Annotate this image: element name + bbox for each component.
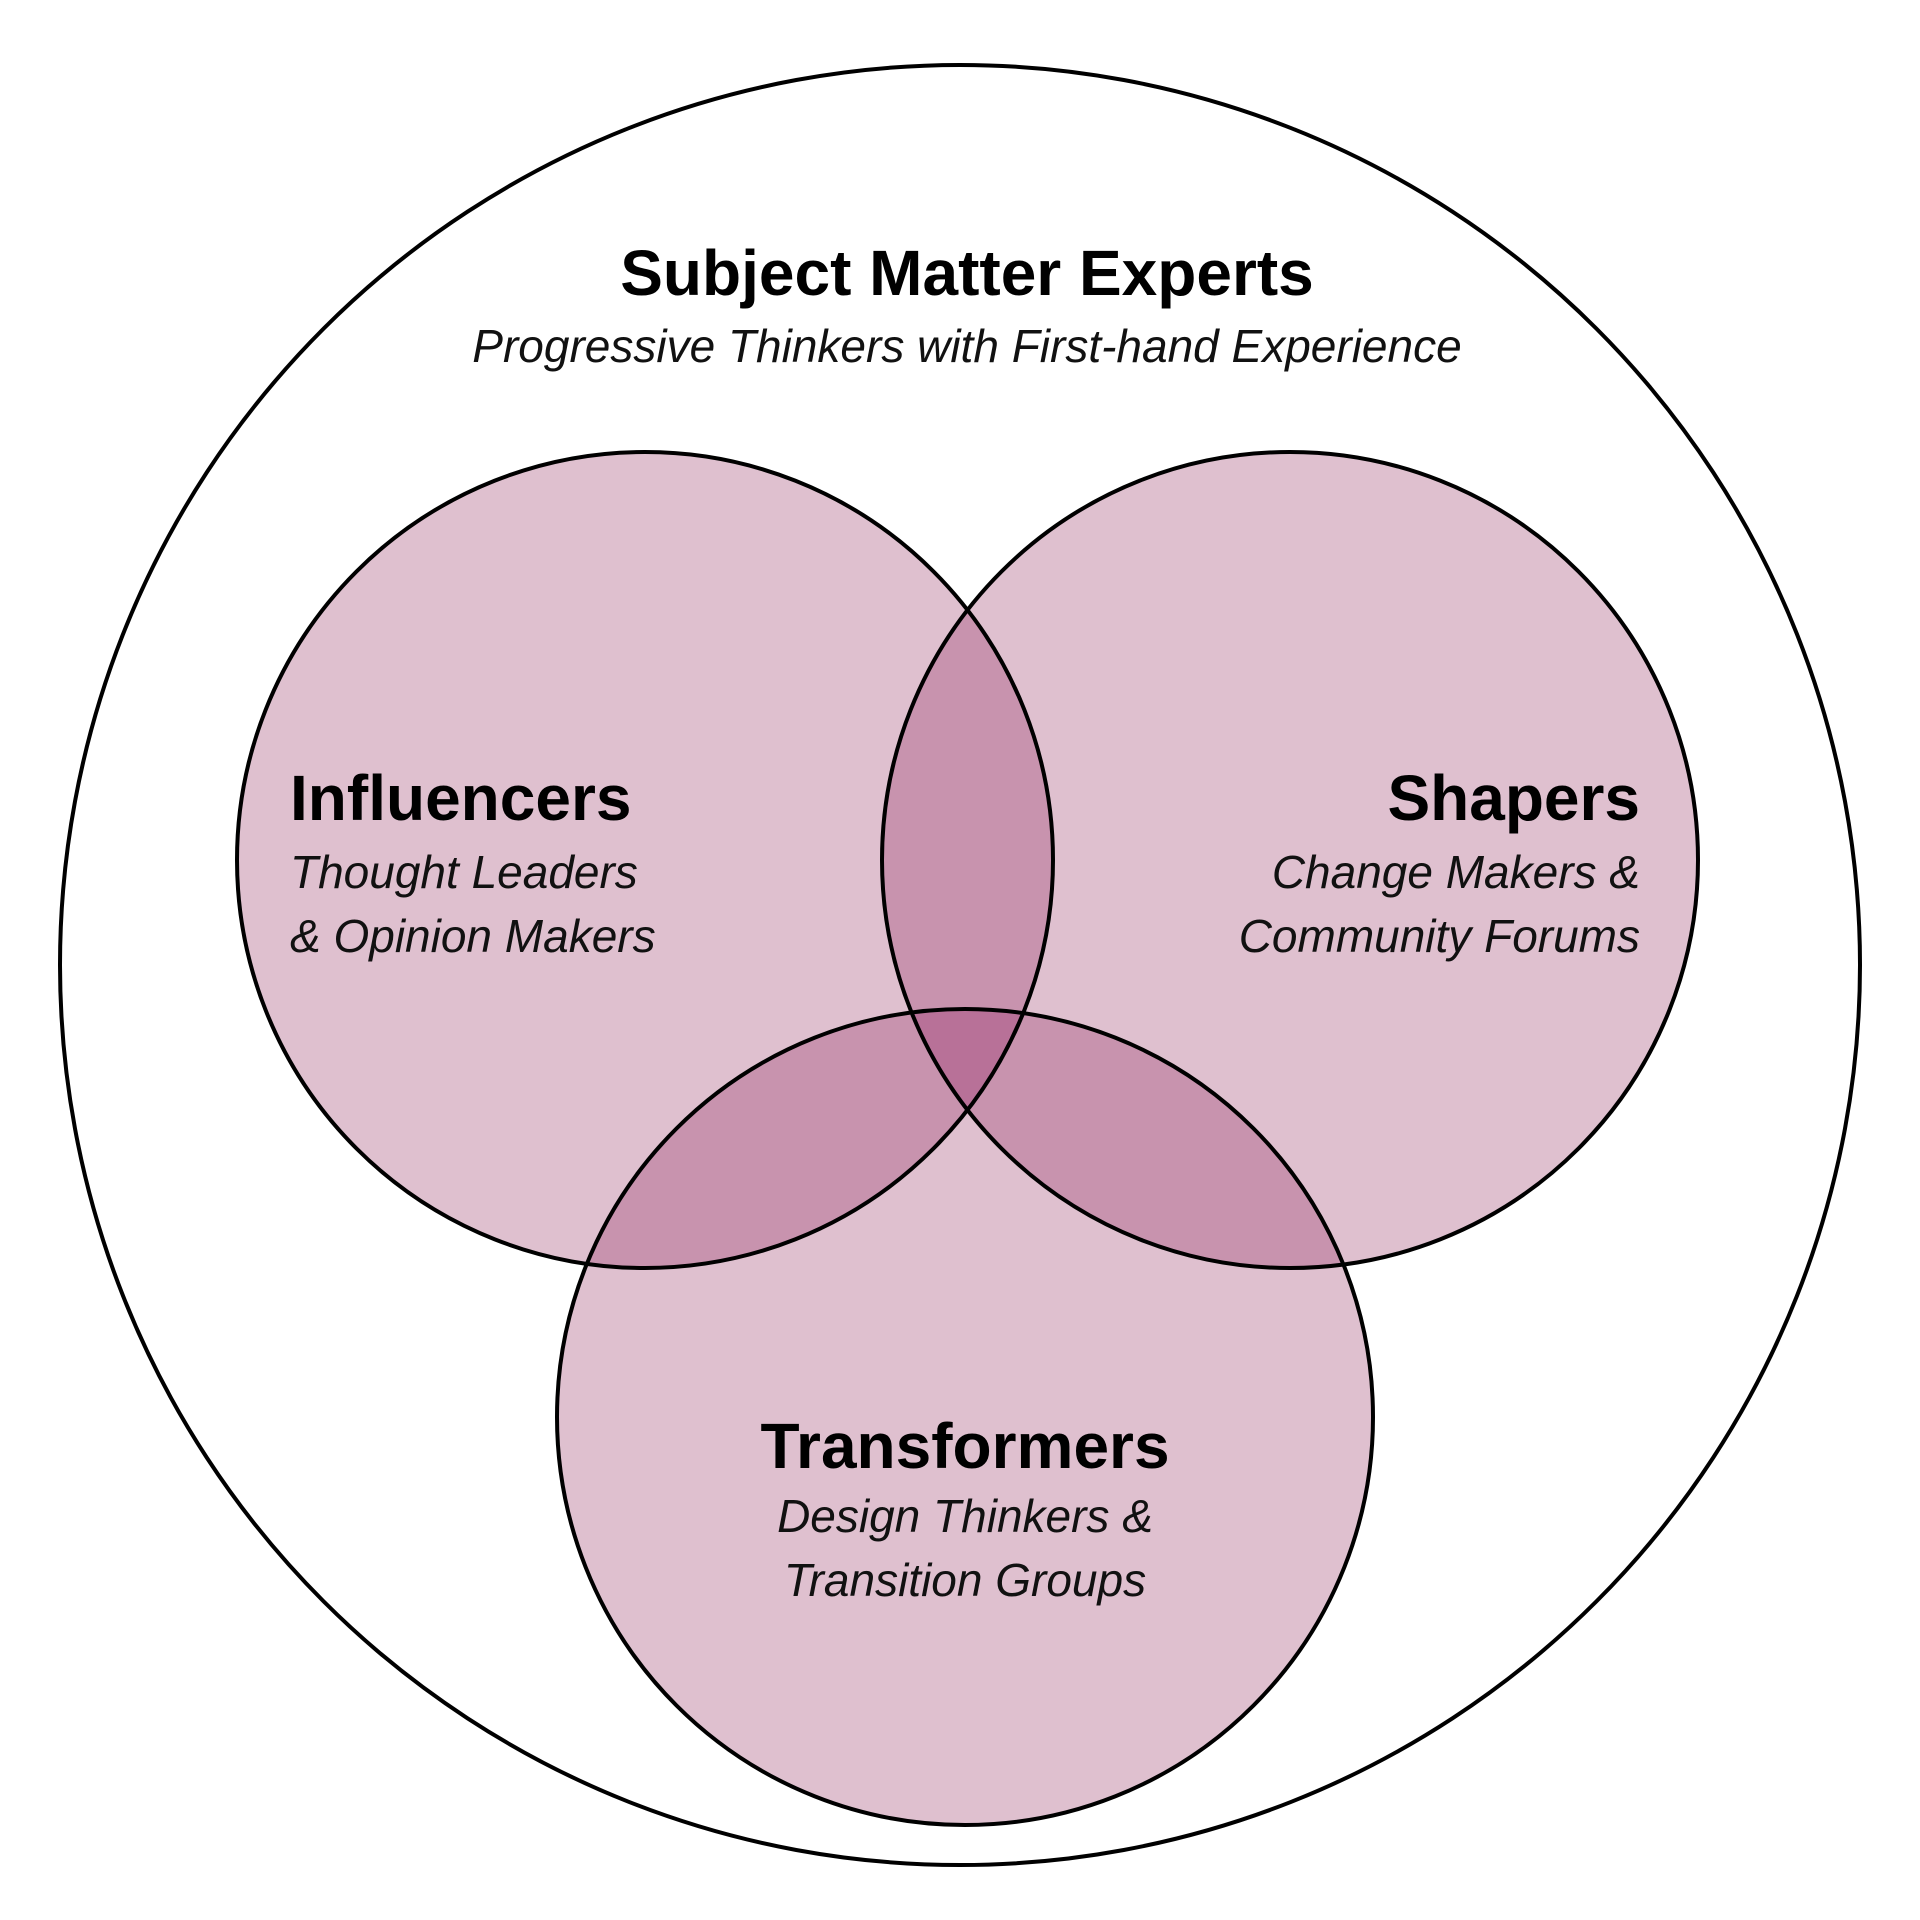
transformers-title: Transformers	[760, 1410, 1169, 1482]
transformers-circle-outline	[555, 1007, 1375, 1827]
shapers-transformers-overlap	[882, 1009, 1373, 1268]
shapers-line2: Community Forums	[1239, 910, 1640, 962]
outer-subtitle: Progressive Thinkers with First-hand Exp…	[472, 320, 1461, 372]
influencers-line1: Thought Leaders	[290, 846, 638, 898]
outer-title: Subject Matter Experts	[620, 237, 1314, 309]
transformers-line1: Design Thinkers &	[777, 1490, 1153, 1542]
shapers-circle-outline	[880, 450, 1700, 1270]
influencers-transformers-overlap	[557, 1009, 1053, 1268]
shapers-line1: Change Makers &	[1272, 846, 1640, 898]
transformers-line2: Transition Groups	[784, 1554, 1146, 1606]
influencers-title: Influencers	[290, 762, 631, 834]
shapers-title: Shapers	[1387, 762, 1640, 834]
influencers-circle-outline	[235, 450, 1055, 1270]
influencers-line2: & Opinion Makers	[290, 910, 656, 962]
